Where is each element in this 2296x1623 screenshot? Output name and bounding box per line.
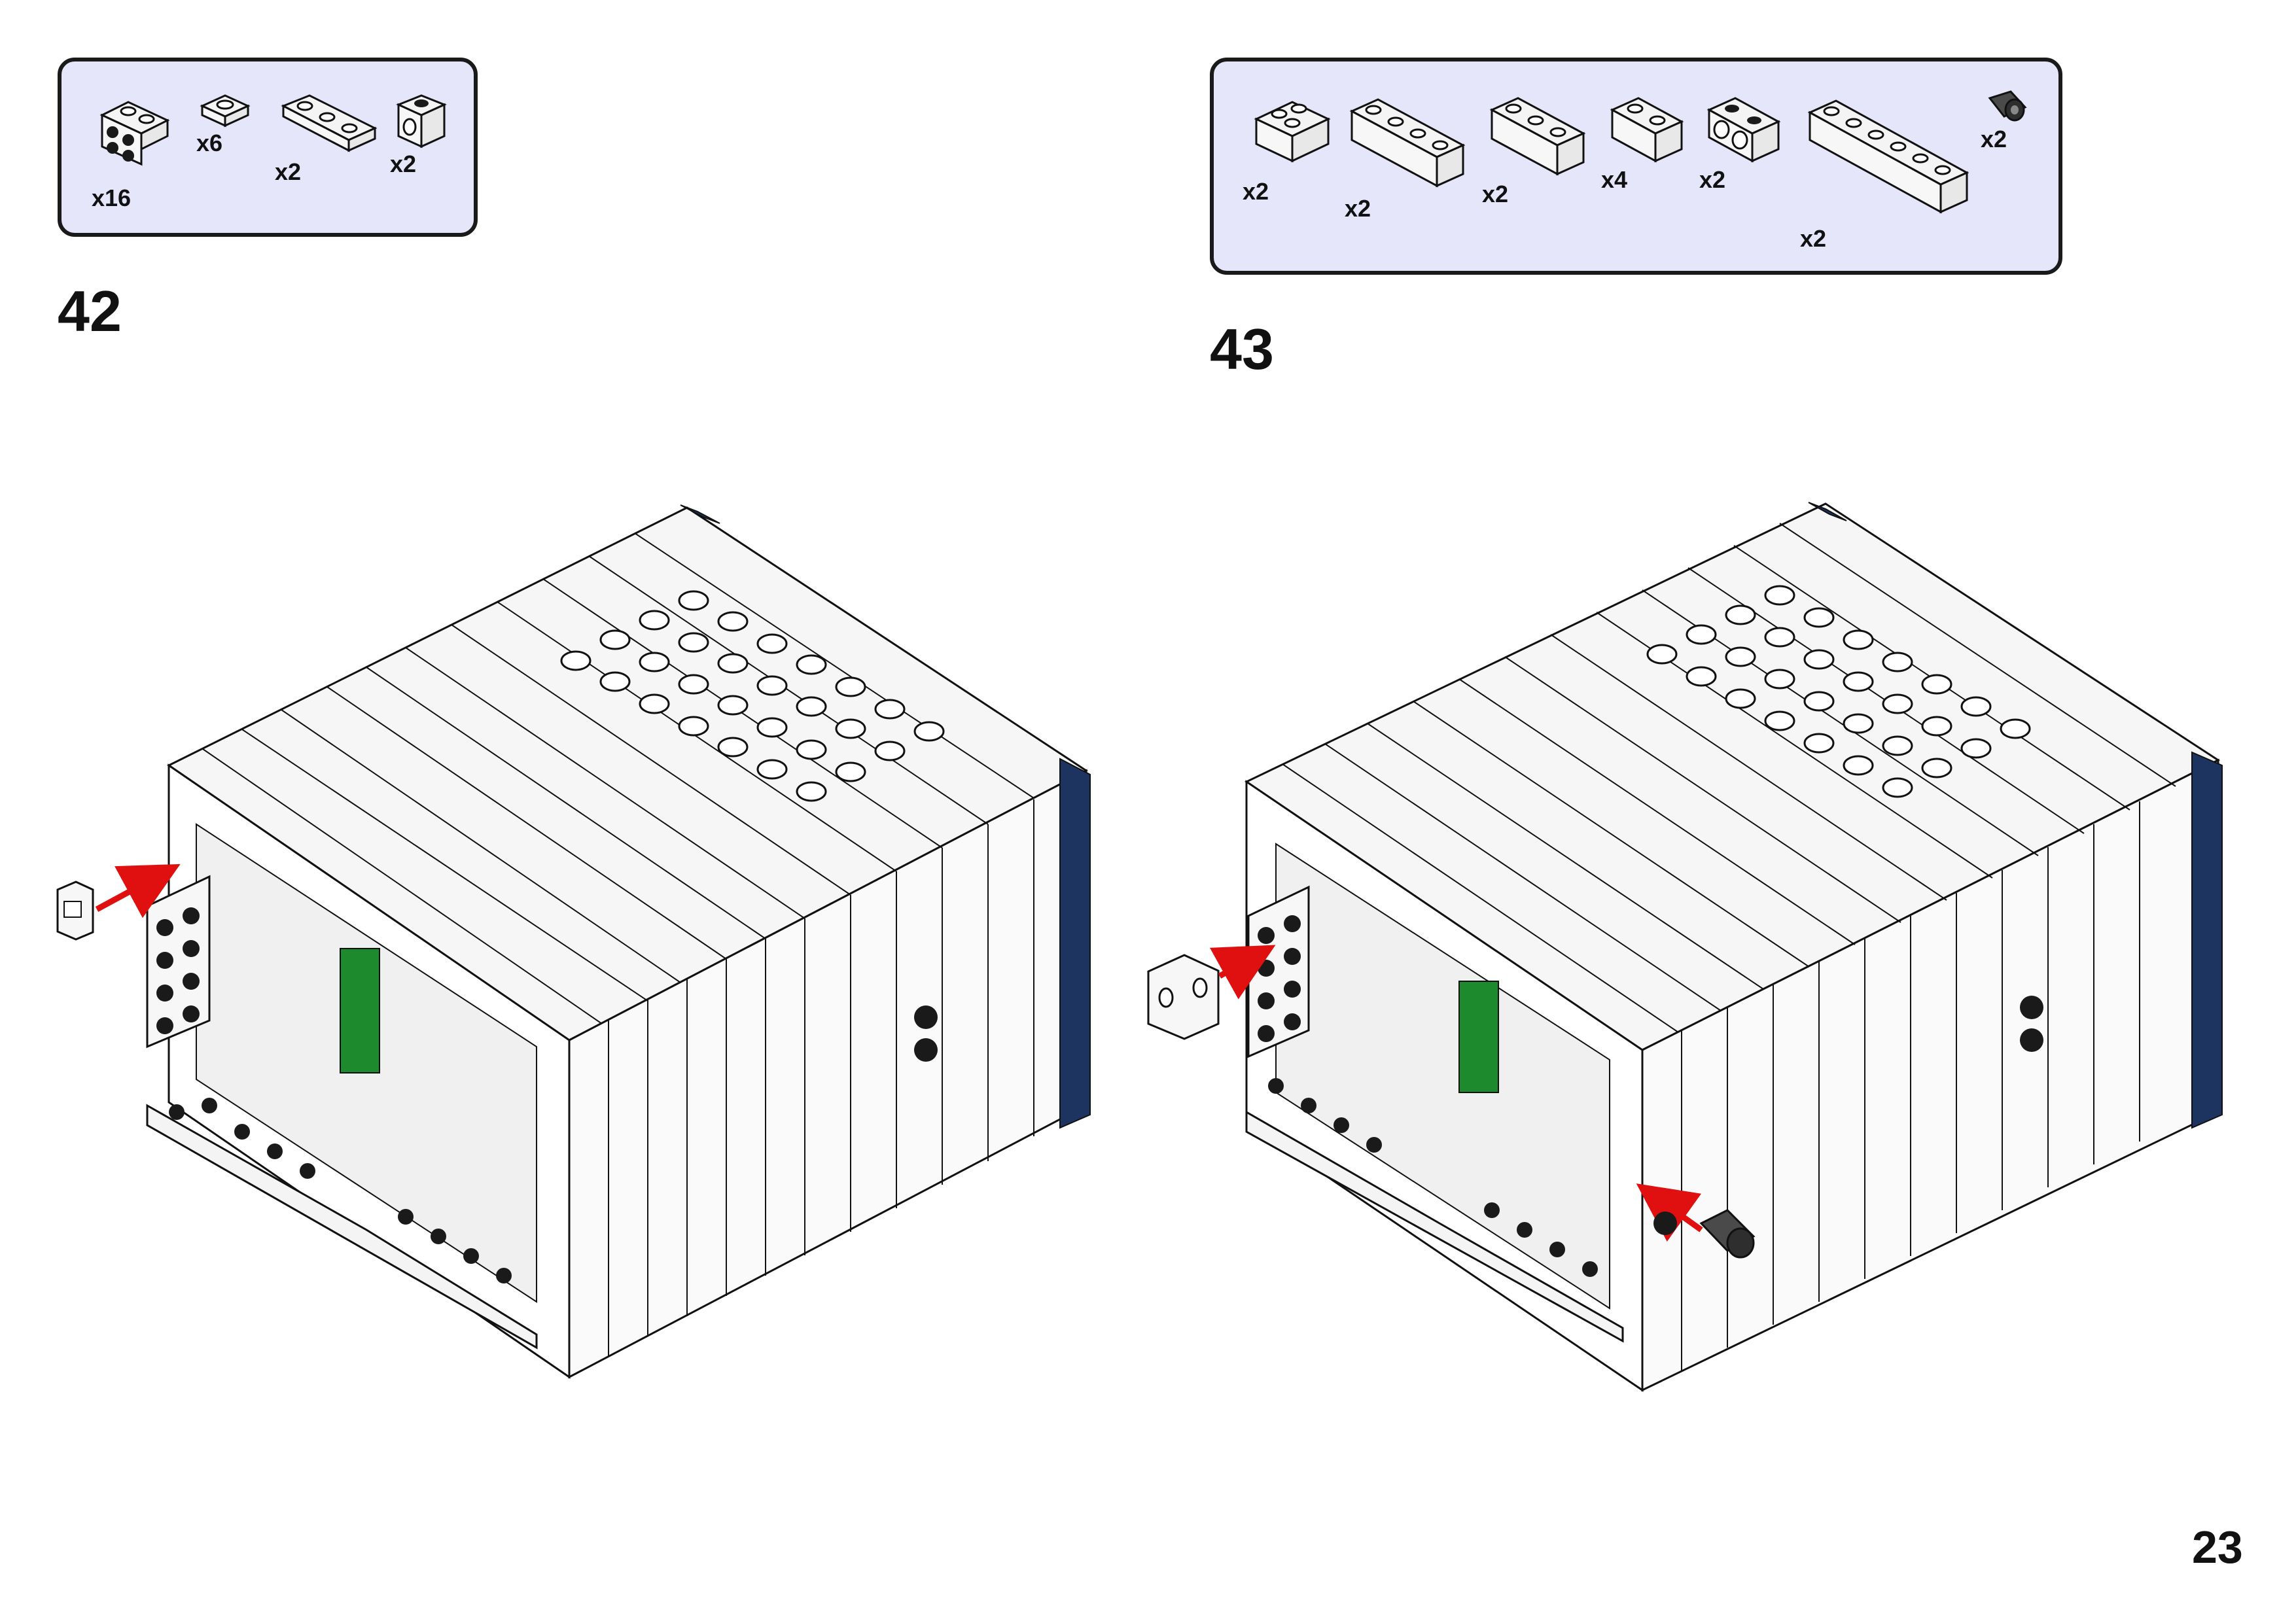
brick-2x2-corner-icon: [1254, 101, 1331, 163]
plate-1x3-icon: [281, 94, 378, 152]
brick-1x6-icon: [1807, 99, 1969, 214]
part-qty: x6: [196, 130, 223, 156]
step-number-43: 43: [1210, 317, 1274, 381]
brick-1x1-hole-icon: [396, 94, 447, 148]
part-qty: x16: [92, 184, 132, 211]
part-qty: x2: [1243, 178, 1269, 205]
technic-holes: [914, 1005, 938, 1062]
part-qty: x2: [275, 158, 302, 185]
brick-1x2-icon: [1610, 97, 1684, 163]
incoming-brick-1x2-holes: [1147, 954, 1220, 1040]
part-qty: x2: [1800, 225, 1827, 252]
incoming-tile: [56, 881, 94, 941]
part-qty: x2: [390, 150, 417, 177]
green-panel: [340, 948, 380, 1073]
parts-panel-step-42: x16 x6 x2 x2: [58, 58, 478, 237]
parts-panel-step-43: x2 x2 x2 x4 x2: [1210, 58, 2062, 275]
step-number-42: 42: [58, 279, 122, 343]
part-qty: x2: [1981, 126, 2007, 152]
part-qty: x4: [1601, 166, 1628, 193]
brick-1x4-icon: [1349, 98, 1466, 188]
technic-pin-icon: [1988, 90, 2027, 122]
part-qty: x2: [1482, 181, 1509, 207]
model-step-42: [56, 504, 1091, 1379]
assembly-arrow: [1209, 945, 1276, 1000]
part-qty: x2: [1699, 166, 1726, 193]
navy-edge: [1059, 758, 1091, 1129]
model-step-43: [1147, 502, 2223, 1392]
green-panel: [1458, 981, 1499, 1093]
assembly-arrow: [1636, 1183, 1703, 1242]
part-qty: x2: [1345, 195, 1371, 222]
assembly-arrow: [95, 864, 181, 918]
page-number: 23: [2192, 1522, 2243, 1573]
brick-1x3-icon: [1489, 97, 1586, 176]
plate-1x1-icon: [200, 94, 251, 128]
navy-edge: [2191, 751, 2223, 1129]
bracket-2x2-icon: [99, 101, 170, 166]
bracket-part: [146, 875, 211, 1049]
brick-1x2-holes-icon: [1706, 97, 1781, 163]
incoming-technic-pin: [1699, 1209, 1756, 1259]
bracket-part: [1247, 885, 1310, 1058]
